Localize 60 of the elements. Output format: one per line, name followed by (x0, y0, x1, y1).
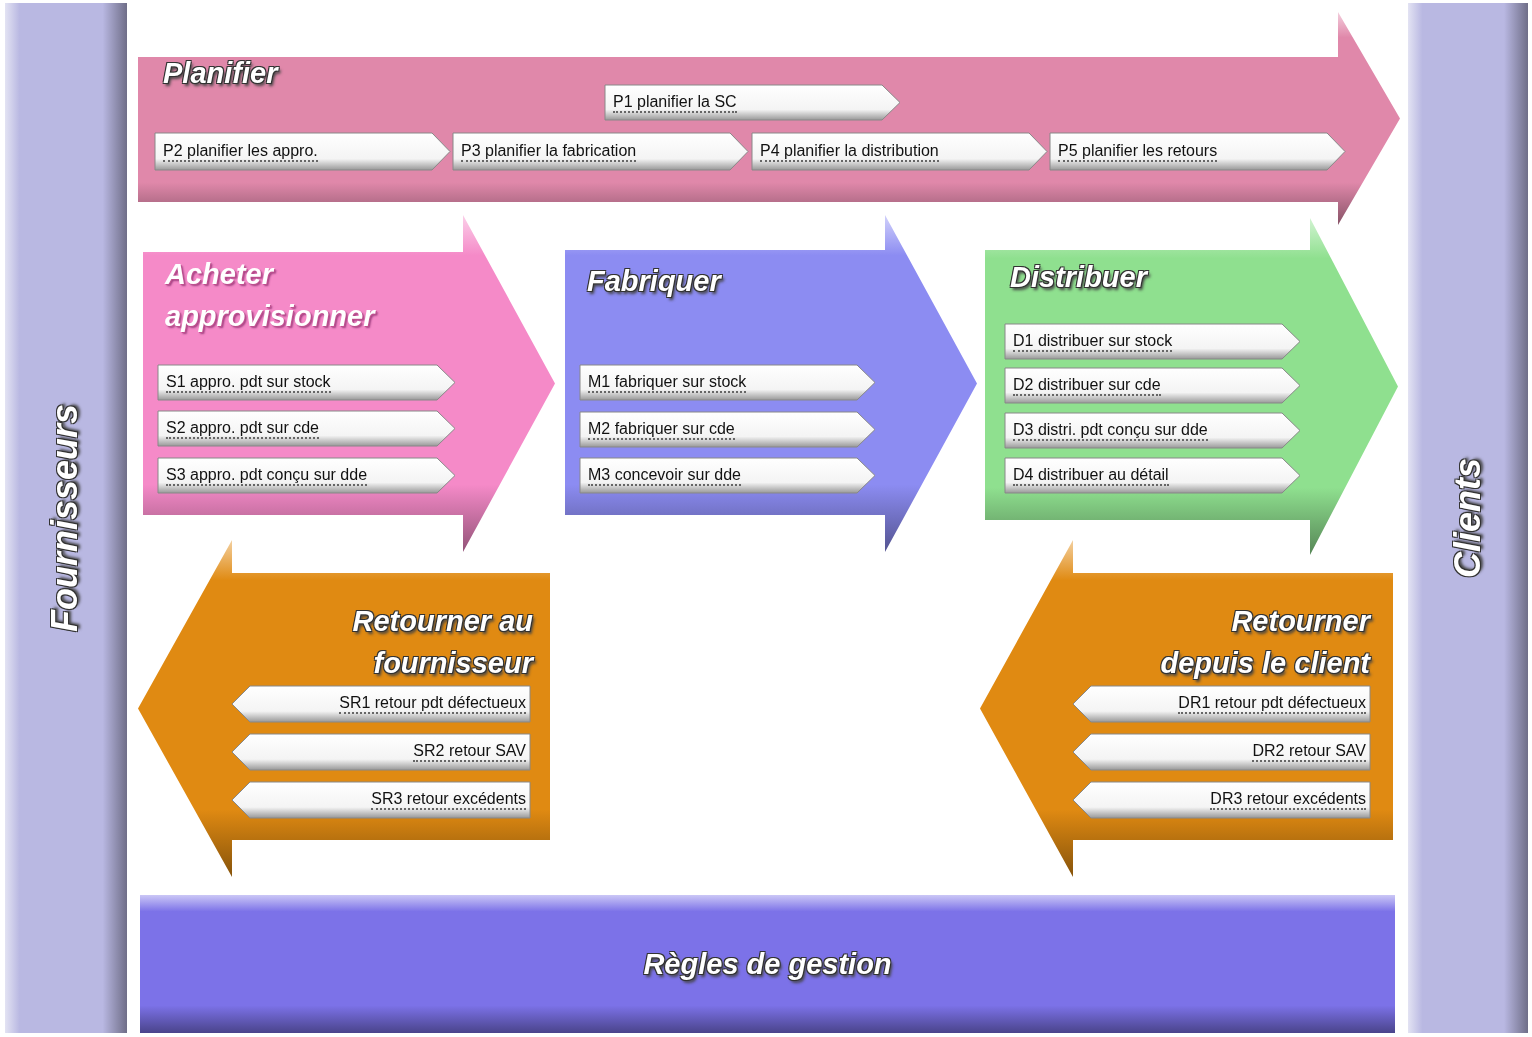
step-tag (232, 686, 530, 722)
step-label: SR3 retour excédents (371, 790, 526, 810)
heading: Retourner au fournisseur (351, 604, 533, 681)
band (5, 3, 127, 1033)
step-tag (580, 458, 875, 493)
step-tag (158, 458, 455, 493)
step-label: P4 planifier la distribution (760, 141, 939, 162)
step-label: DR3 retour excédents (1210, 790, 1366, 810)
process-arrow (985, 218, 1398, 555)
step-label: P5 planifier les retours (1058, 141, 1218, 162)
step-tag (1005, 458, 1300, 493)
step-tag (1050, 133, 1345, 170)
step-tag (232, 734, 530, 770)
step-tag (752, 133, 1047, 170)
step-tag (155, 133, 450, 170)
step-tag (1005, 413, 1300, 448)
return-arrow (980, 540, 1393, 877)
step-tag (1073, 734, 1370, 770)
step-label: D3 distri. pdt conçu sur dde (1013, 420, 1208, 441)
step-tag (232, 782, 530, 818)
step-label: P3 planifier la fabrication (461, 141, 637, 162)
step-tag (580, 365, 875, 400)
step-label: M3 concevoir sur dde (588, 465, 741, 486)
step-label: D1 distribuer sur stock (1013, 331, 1173, 352)
band (1408, 3, 1528, 1033)
step-tag (1005, 368, 1300, 403)
step-tag (1005, 324, 1300, 359)
step-label: M1 fabriquer sur stock (588, 372, 747, 393)
step-label: SR2 retour SAV (413, 742, 526, 762)
heading: Fabriquer (587, 264, 721, 299)
step-label: S3 appro. pdt conçu sur dde (166, 465, 368, 486)
heading: Clients (1446, 458, 1489, 578)
heading: Distribuer (1010, 260, 1147, 295)
step-tag (158, 411, 455, 446)
process-arrow (565, 215, 977, 552)
step-tag (1073, 782, 1370, 818)
return-arrow (138, 540, 550, 877)
step-label: DR1 retour pdt défectueux (1178, 694, 1366, 714)
step-label: S2 appro. pdt sur cde (166, 418, 319, 439)
band (140, 895, 1395, 1033)
heading: Fournisseurs (43, 403, 86, 633)
step-tag (453, 133, 748, 170)
heading: Règles de gestion (643, 947, 892, 982)
step-label: DR2 retour SAV (1252, 742, 1366, 762)
step-label: M2 fabriquer sur cde (588, 419, 735, 440)
heading: Planifier (163, 56, 278, 91)
step-label: D2 distribuer sur cde (1013, 375, 1161, 396)
step-tag (158, 365, 455, 400)
step-tag (605, 85, 900, 120)
heading: Retourner depuis le client (1159, 604, 1370, 681)
step-tag (580, 412, 875, 447)
step-tag (1073, 686, 1370, 722)
process-arrow (138, 12, 1400, 225)
process-arrow (143, 215, 555, 552)
heading: Acheter approvisionner (165, 257, 377, 334)
step-label: P2 planifier les appro. (163, 141, 318, 162)
step-label: P1 planifier la SC (613, 92, 737, 113)
step-label: S1 appro. pdt sur stock (166, 372, 331, 393)
step-label: SR1 retour pdt défectueux (339, 694, 526, 714)
step-label: D4 distribuer au détail (1013, 465, 1169, 486)
